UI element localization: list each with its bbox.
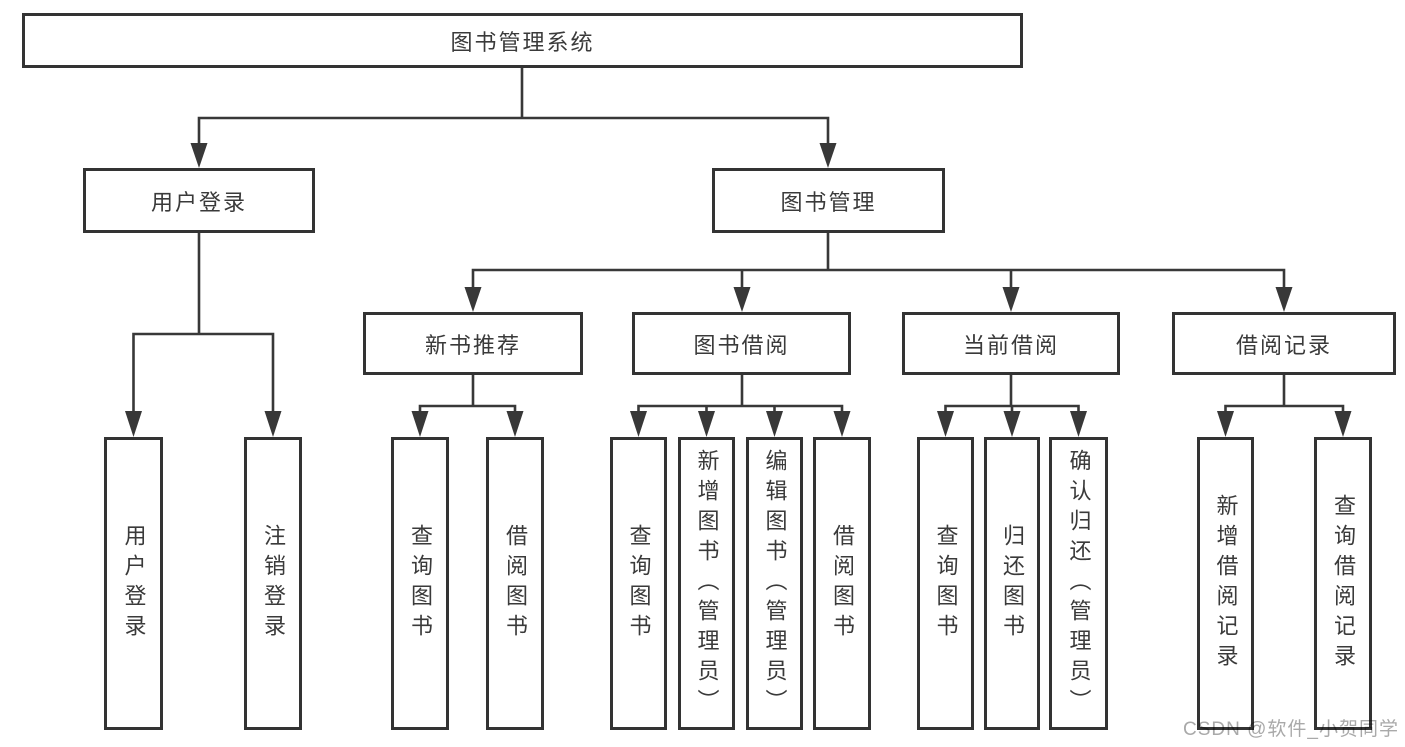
node-new-book-recommend: 新书推荐 — [363, 312, 583, 375]
node-book-borrowing: 图书借阅 — [632, 312, 851, 375]
csdn-watermark: CSDN @软件_小贺同学 — [1183, 719, 1399, 740]
leaf-query-borrow-record: 查询借阅记录 — [1314, 437, 1372, 730]
leaf-add-borrow-record: 新增借阅记录 — [1197, 437, 1254, 730]
leaf-borrow-books-recommend: 借阅图书 — [486, 437, 544, 730]
node-root-system: 图书管理系统 — [22, 13, 1023, 68]
leaf-confirm-return-admin: 确认归还（管理员） — [1049, 437, 1108, 730]
node-user-login: 用户登录 — [83, 168, 315, 233]
leaf-return-books: 归还图书 — [984, 437, 1040, 730]
leaf-query-books-current: 查询图书 — [917, 437, 974, 730]
leaf-borrow-books: 借阅图书 — [813, 437, 871, 730]
leaf-add-books-admin: 新增图书（管理员） — [678, 437, 735, 730]
node-borrow-records: 借阅记录 — [1172, 312, 1396, 375]
leaf-query-books-recommend: 查询图书 — [391, 437, 449, 730]
leaf-edit-books-admin: 编辑图书（管理员） — [746, 437, 803, 730]
node-book-management: 图书管理 — [712, 168, 945, 233]
leaf-query-books-borrowing: 查询图书 — [610, 437, 667, 730]
leaf-logout: 注销登录 — [244, 437, 302, 730]
node-current-borrowing: 当前借阅 — [902, 312, 1120, 375]
leaf-user-login: 用户登录 — [104, 437, 163, 730]
